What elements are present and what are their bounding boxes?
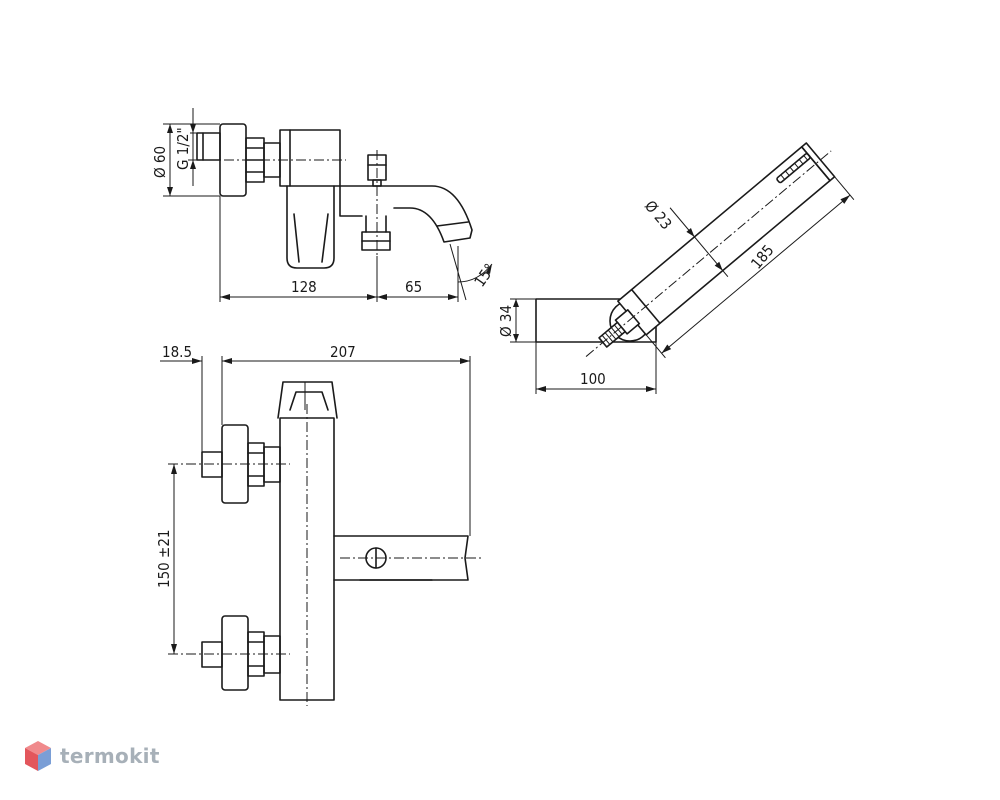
label-inlet-spacing: 150 ±21 <box>155 529 173 588</box>
label-handle-diameter: Ø 23 <box>641 197 675 233</box>
label-holder-diameter: Ø 34 <box>497 305 515 337</box>
label-thread: G 1/2" <box>174 127 192 170</box>
label-offset: 18.5 <box>162 343 192 361</box>
brand-cube-icon <box>25 741 51 771</box>
label-length-65: 65 <box>405 278 422 296</box>
label-holder-depth: 100 <box>580 370 606 388</box>
label-pipe-diameter: Ø 60 <box>151 146 169 178</box>
label-overall-width: 207 <box>330 343 356 361</box>
label-length-128: 128 <box>291 278 317 296</box>
label-angle: 15° <box>471 260 499 290</box>
mixer-top-view <box>163 108 493 302</box>
brand-logo: termokit <box>24 736 160 776</box>
hand-shower-view <box>510 142 855 394</box>
brand-name: termokit <box>60 744 160 768</box>
mixer-front-view <box>160 356 482 706</box>
